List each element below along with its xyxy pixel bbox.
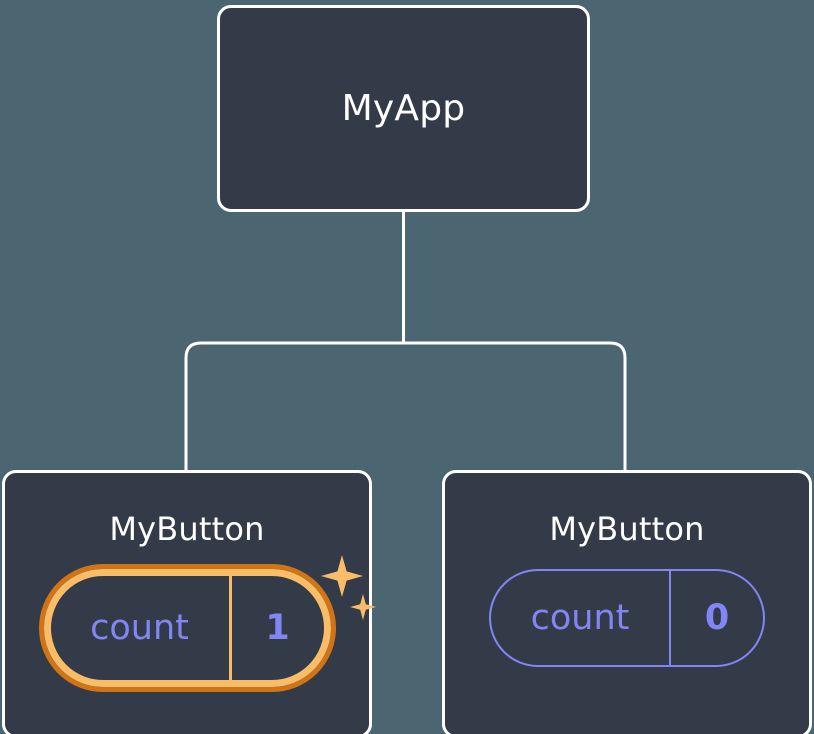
component-node-myapp[interactable]: MyApp — [217, 5, 590, 212]
state-pill[interactable]: count 0 — [489, 569, 765, 667]
component-node-mybutton-left[interactable]: MyButton count 1 — [2, 470, 376, 734]
state-value: 1 — [228, 576, 324, 680]
state-pill-container-left: count 1 — [38, 555, 376, 692]
state-key: count — [90, 607, 189, 648]
sparkle-icon — [349, 594, 376, 620]
state-pill-highlighted[interactable]: count 1 — [38, 564, 336, 692]
state-key: count — [530, 597, 630, 638]
state-value: 0 — [669, 571, 763, 665]
component-title: MyApp — [341, 87, 466, 129]
sparkle-icon — [320, 555, 363, 597]
connector-branch-right — [403, 341, 627, 472]
connector-branch-left — [184, 341, 404, 472]
component-title: MyButton — [549, 510, 705, 548]
component-node-mybutton-right[interactable]: MyButton count 0 — [442, 470, 812, 734]
component-title: MyButton — [109, 510, 265, 548]
state-pill-container-right: count 0 — [489, 569, 765, 667]
